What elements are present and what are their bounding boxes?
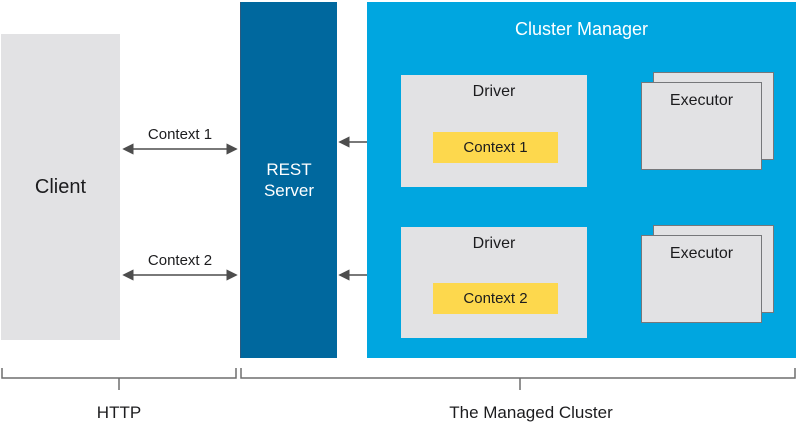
managed-cluster-bracket-label: The Managed Cluster — [449, 403, 613, 422]
executor-front-card-row2: Executor — [641, 235, 762, 323]
driver-box-row1: Driver Context 1 — [401, 75, 587, 187]
client-label: Client — [34, 175, 87, 198]
http-bracket-label: HTTP — [96, 403, 142, 422]
context1-arrow-label: Context 1 — [147, 126, 213, 143]
executor-stack-row2: Executor — [641, 225, 776, 324]
http-brace-icon — [1, 368, 237, 390]
rest-server-label: REST Server — [263, 160, 315, 200]
cluster-manager-title: Cluster Manager — [514, 19, 649, 39]
executor-stack-row1: Executor — [641, 72, 776, 171]
executor-label-row1: Executor — [669, 92, 734, 109]
executor-front-card-row1: Executor — [641, 82, 762, 170]
executor-label-row2: Executor — [669, 245, 734, 262]
driver-context-chip-row2: Context 2 — [433, 283, 558, 314]
managed-cluster-brace-icon — [240, 368, 796, 390]
client-box: Client — [1, 34, 120, 340]
driver-context-label-row1: Context 1 — [463, 139, 528, 156]
driver-label-row2: Driver — [472, 235, 516, 252]
context2-arrow-label: Context 2 — [147, 252, 213, 269]
driver-label-row1: Driver — [472, 83, 516, 100]
rest-server-box: REST Server — [240, 2, 337, 358]
driver-box-row2: Driver Context 2 — [401, 227, 587, 338]
driver-context-chip-row1: Context 1 — [433, 132, 558, 163]
driver-context-label-row2: Context 2 — [463, 290, 528, 307]
